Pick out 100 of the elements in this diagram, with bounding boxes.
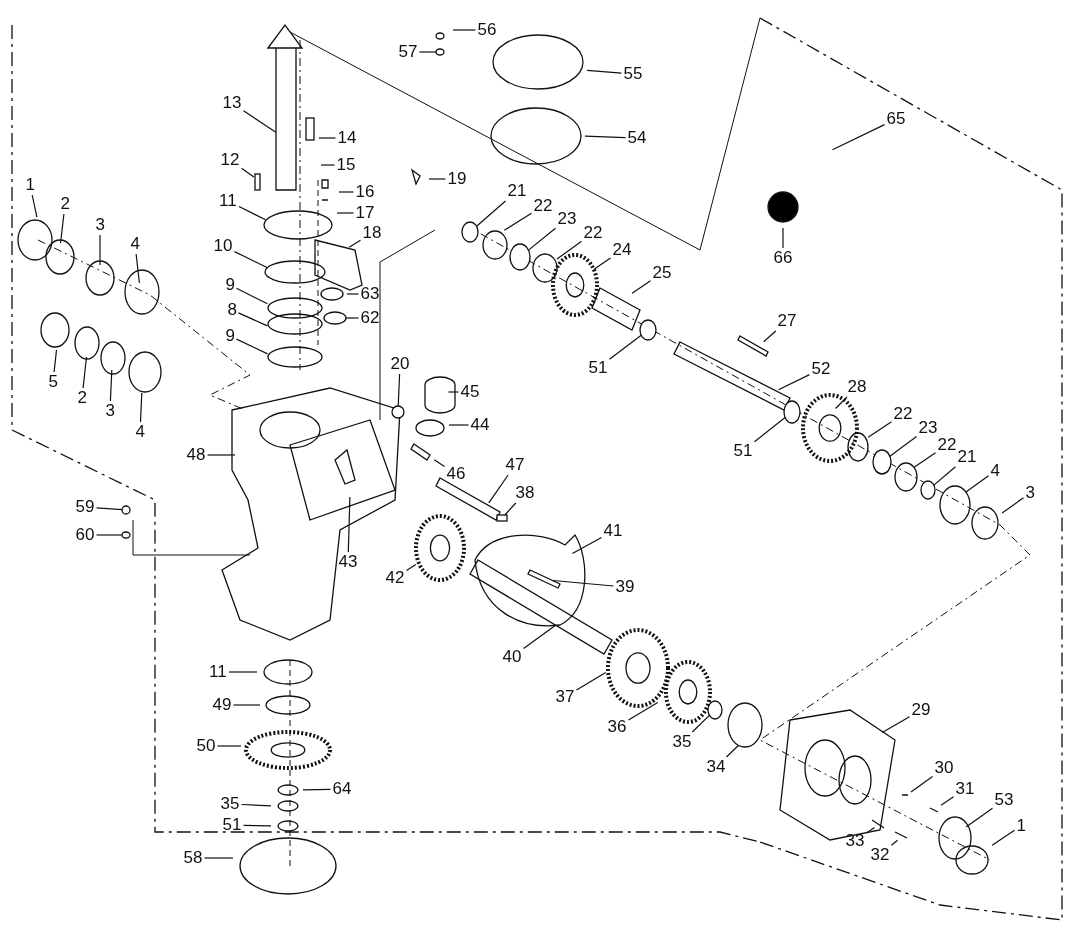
callout-number: 36 <box>607 718 627 736</box>
callout-number: 34 <box>706 758 726 776</box>
callout-number: 30 <box>934 759 954 777</box>
callout-number: 22 <box>937 436 957 454</box>
callout-number: 18 <box>362 224 382 242</box>
leader-line <box>433 459 446 468</box>
retaining-ring <box>639 319 657 341</box>
leader-line <box>397 373 401 407</box>
callout-number: 41 <box>603 522 623 540</box>
callout-number: 64 <box>332 780 352 798</box>
leader-line <box>346 293 360 295</box>
leader-line <box>345 317 360 319</box>
leader-line <box>965 475 990 493</box>
leader-line <box>31 194 38 218</box>
callout-number: 45 <box>460 383 480 401</box>
callout-number: 62 <box>360 309 380 327</box>
leader-line <box>135 253 140 284</box>
key-part <box>496 514 508 522</box>
callout-number: 49 <box>212 696 232 714</box>
plug <box>391 405 405 419</box>
leader-line <box>488 474 509 504</box>
leader-line <box>216 745 242 747</box>
callout-number: 3 <box>95 216 105 234</box>
leader-line <box>556 240 583 260</box>
leader-line <box>228 671 258 673</box>
callout-number: 39 <box>615 578 635 596</box>
leader-line <box>447 391 460 393</box>
leader-line <box>991 829 1016 846</box>
leader-line <box>522 624 557 650</box>
retaining-ring <box>509 243 531 271</box>
leader-line <box>763 330 777 343</box>
leader-line <box>338 191 355 193</box>
leader-line <box>405 564 417 572</box>
callout-number: 8 <box>227 301 237 319</box>
callout-number: 65 <box>886 110 906 128</box>
leader-line <box>631 280 652 294</box>
leader-line <box>940 796 955 806</box>
leader-line <box>890 839 899 846</box>
leader-line <box>318 137 337 139</box>
leader-line <box>608 334 642 360</box>
retaining-ring <box>872 449 892 475</box>
callout-number: 3 <box>105 402 115 420</box>
callout-number: 5 <box>48 373 58 391</box>
leader-line <box>60 213 65 244</box>
callout-number: 4 <box>130 235 140 253</box>
callout-number: 11 <box>209 663 227 681</box>
leader-line <box>831 124 886 151</box>
leader-line <box>82 356 88 389</box>
leader-line <box>95 507 123 511</box>
callout-number: 15 <box>336 156 356 174</box>
leader-line <box>242 110 277 133</box>
callout-number: 33 <box>845 832 865 850</box>
callout-number: 22 <box>893 405 913 423</box>
leader-line <box>242 824 272 827</box>
leader-line <box>782 227 784 249</box>
leader-line <box>418 51 437 53</box>
leader-line <box>240 167 255 178</box>
callout-number: 46 <box>446 465 466 483</box>
leader-line <box>753 416 786 443</box>
callout-number: 42 <box>385 569 405 587</box>
leader-line <box>95 534 123 536</box>
leader-line <box>428 178 447 180</box>
leader-line <box>336 212 355 214</box>
callout-number: 21 <box>957 448 977 466</box>
leader-line <box>504 502 517 516</box>
leader-line <box>1001 497 1025 514</box>
callout-number: 60 <box>75 526 95 544</box>
callout-number: 50 <box>196 737 216 755</box>
leader-line <box>627 702 659 721</box>
callout-number: 54 <box>627 129 647 147</box>
leader-line <box>240 803 272 807</box>
callout-number: 44 <box>470 416 490 434</box>
leader-line <box>233 251 269 269</box>
leader-line <box>725 744 739 758</box>
callout-number: 38 <box>515 484 535 502</box>
callout-number: 66 <box>773 249 793 267</box>
callout-number: 59 <box>75 498 95 516</box>
leader-line <box>109 369 113 402</box>
retaining-ring <box>461 221 479 243</box>
leader-line <box>203 857 234 859</box>
callout-number: 52 <box>811 360 831 378</box>
callout-number: 12 <box>220 151 240 169</box>
leader-line <box>238 205 267 221</box>
callout-number: 35 <box>672 733 692 751</box>
callout-number: 13 <box>222 94 242 112</box>
leader-line <box>206 454 236 456</box>
leader-line <box>933 466 957 486</box>
washer <box>121 531 131 539</box>
callout-number: 19 <box>447 170 467 188</box>
leader-line <box>235 287 269 305</box>
leader-line <box>139 392 143 423</box>
retaining-ring <box>707 700 723 720</box>
leader-line <box>99 234 101 266</box>
leader-line <box>302 788 332 791</box>
callout-number: 22 <box>533 197 553 215</box>
callout-number: 57 <box>398 43 418 61</box>
callout-number: 1 <box>1016 817 1026 835</box>
leader-line <box>237 312 268 327</box>
leader-line <box>834 396 848 410</box>
callout-number: 29 <box>911 701 931 719</box>
